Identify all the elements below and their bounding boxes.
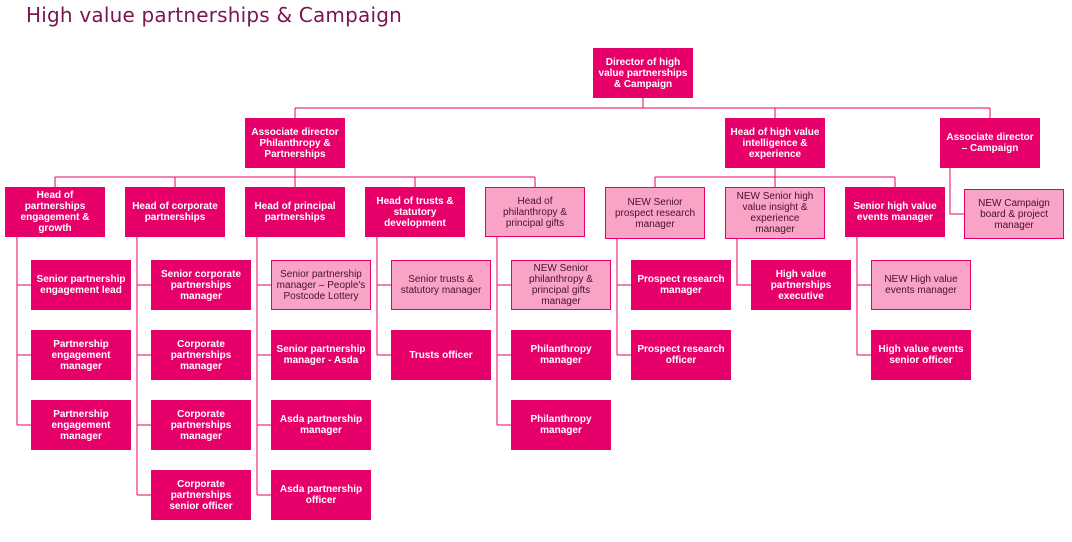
hv-executive-node: High value partnerships executive bbox=[751, 260, 851, 310]
head-intelligence-node: Head of high value intelligence & experi… bbox=[725, 118, 825, 168]
philanthropy-manager-node-1: Philanthropy manager bbox=[511, 330, 611, 380]
new-campaign-manager-node: NEW Campaign board & project manager bbox=[964, 189, 1064, 239]
head-principal-node: Head of principal partnerships bbox=[245, 187, 345, 237]
corporate-senior-officer-node: Corporate partnerships senior officer bbox=[151, 470, 251, 520]
new-insight-manager-node: NEW Senior high value insight & experien… bbox=[725, 187, 825, 239]
associate-director-philanthropy-node: Associate director Philanthropy & Partne… bbox=[245, 118, 345, 168]
head-philanthropy-node: Head of philanthropy & principal gifts bbox=[485, 187, 585, 237]
prospect-officer-node: Prospect research officer bbox=[631, 330, 731, 380]
senior-manager-asda-node: Senior partnership manager - Asda bbox=[271, 330, 371, 380]
philanthropy-manager-node-2: Philanthropy manager bbox=[511, 400, 611, 450]
senior-engagement-lead-node: Senior partnership engagement lead bbox=[31, 260, 131, 310]
head-trusts-node: Head of trusts & statutory development bbox=[365, 187, 465, 237]
head-corporate-node: Head of corporate partnerships bbox=[125, 187, 225, 237]
associate-director-campaign-node: Associate director – Campaign bbox=[940, 118, 1040, 168]
new-prospect-manager-node: NEW Senior prospect research manager bbox=[605, 187, 705, 239]
senior-trusts-manager-node: Senior trusts & statutory manager bbox=[391, 260, 491, 310]
events-senior-officer-node: High value events senior officer bbox=[871, 330, 971, 380]
page-title: High value partnerships & Campaign bbox=[26, 3, 402, 27]
corporate-manager-node-1: Corporate partnerships manager bbox=[151, 330, 251, 380]
director-node: Director of high value partnerships & Ca… bbox=[593, 48, 693, 98]
senior-events-manager-node: Senior high value events manager bbox=[845, 187, 945, 237]
prospect-manager-node: Prospect research manager bbox=[631, 260, 731, 310]
engagement-manager-node-2: Partnership engagement manager bbox=[31, 400, 131, 450]
new-philanthropy-manager-node: NEW Senior philanthropy & principal gift… bbox=[511, 260, 611, 310]
asda-manager-node: Asda partnership manager bbox=[271, 400, 371, 450]
new-events-manager-node: NEW High value events manager bbox=[871, 260, 971, 310]
engagement-manager-node-1: Partnership engagement manager bbox=[31, 330, 131, 380]
senior-manager-postcode-node: Senior partnership manager – People's Po… bbox=[271, 260, 371, 310]
senior-corporate-manager-node: Senior corporate partnerships manager bbox=[151, 260, 251, 310]
head-engagement-node: Head of partnerships engagement & growth bbox=[5, 187, 105, 237]
trusts-officer-node: Trusts officer bbox=[391, 330, 491, 380]
asda-officer-node: Asda partnership officer bbox=[271, 470, 371, 520]
corporate-manager-node-2: Corporate partnerships manager bbox=[151, 400, 251, 450]
